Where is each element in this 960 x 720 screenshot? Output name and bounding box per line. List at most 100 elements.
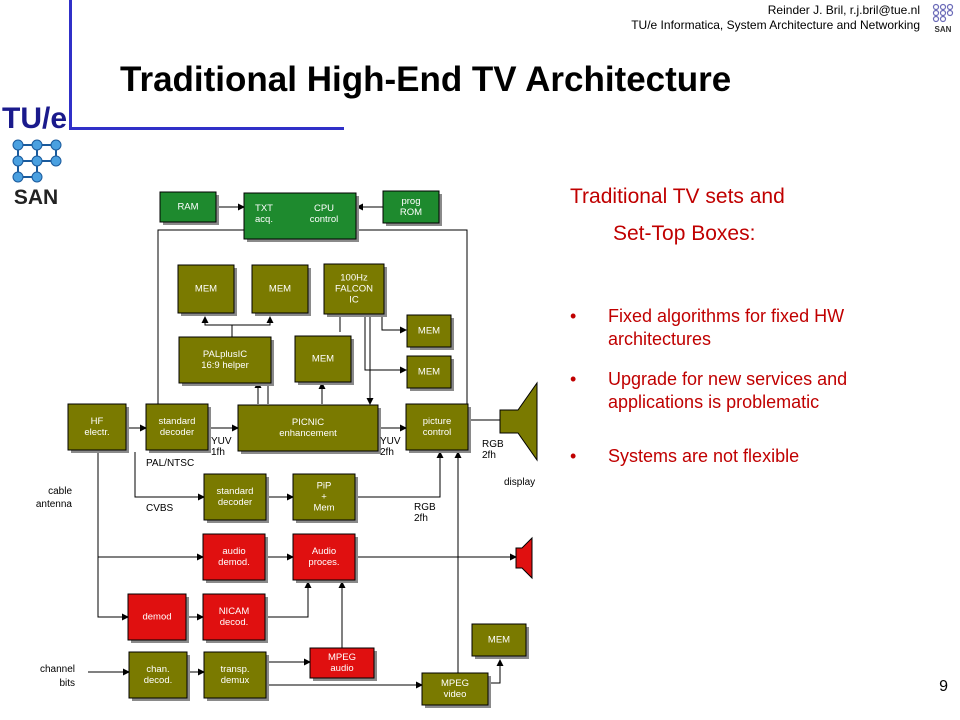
block-label: NICAM bbox=[219, 606, 250, 617]
block-label: MEM bbox=[488, 635, 510, 646]
block-label: picture bbox=[423, 416, 452, 427]
block-label: demux bbox=[221, 675, 250, 686]
block-label: control bbox=[310, 214, 339, 225]
block-label: Mem bbox=[313, 503, 334, 514]
label-antenna: antenna bbox=[36, 499, 73, 510]
block-label: + bbox=[321, 492, 327, 503]
block-label: proces. bbox=[308, 557, 339, 568]
block-label: demod bbox=[142, 612, 171, 623]
bullet-text: Upgrade for new services and application… bbox=[608, 369, 848, 412]
block-label: 16:9 helper bbox=[201, 360, 249, 371]
block-box bbox=[292, 473, 356, 521]
block-box bbox=[405, 403, 469, 451]
speaker-icon bbox=[515, 536, 533, 580]
block-label: HF bbox=[91, 416, 104, 427]
block-box bbox=[67, 403, 127, 451]
label-channel: channel bbox=[40, 664, 75, 675]
block-mem3: MEM bbox=[294, 335, 354, 385]
block-box bbox=[292, 533, 356, 581]
block-label: MPEG bbox=[441, 678, 469, 689]
block-label: control bbox=[423, 427, 452, 438]
block-pip: PiP+Mem bbox=[292, 473, 358, 523]
corner-logo-text: SAN bbox=[935, 25, 952, 34]
bullet-item: • Systems are not flexible bbox=[570, 445, 940, 468]
block-label: PiP bbox=[317, 481, 332, 492]
bullet-symbol: • bbox=[570, 306, 577, 326]
block-label: audio bbox=[222, 546, 245, 557]
block-box bbox=[471, 623, 527, 657]
block-box bbox=[203, 651, 267, 699]
block-transp: transp.demux bbox=[203, 651, 269, 701]
block-box bbox=[178, 336, 272, 384]
intro-line-1: Traditional TV sets and bbox=[570, 185, 785, 208]
block-label: PICNIC bbox=[292, 417, 324, 428]
tue-logo-text: TU/e bbox=[2, 102, 67, 135]
block-box bbox=[203, 473, 267, 521]
block-label: MEM bbox=[195, 284, 217, 295]
block-label: decod. bbox=[220, 617, 249, 628]
block-ram: RAM bbox=[159, 191, 219, 225]
block-box bbox=[145, 403, 209, 451]
label-yuv-1: YUV bbox=[211, 436, 232, 447]
block-label: acq. bbox=[255, 214, 273, 225]
block-box bbox=[382, 190, 440, 224]
label-2fh-2: 2fh bbox=[482, 450, 496, 461]
block-mem-bottom: MEM bbox=[471, 623, 529, 659]
block-box bbox=[202, 533, 266, 581]
block-label: decoder bbox=[218, 497, 252, 508]
label-2fh-1: 2fh bbox=[380, 447, 394, 458]
block-box bbox=[294, 335, 352, 383]
block-box bbox=[237, 404, 379, 452]
label-display: display bbox=[504, 477, 535, 488]
label-rgb-1: RGB bbox=[482, 439, 504, 450]
block-mem-r2: MEM bbox=[406, 355, 454, 391]
label-pal-ntsc: PAL/NTSC bbox=[146, 458, 194, 469]
display-shape bbox=[499, 381, 538, 462]
block-label: IC bbox=[349, 295, 359, 306]
block-box bbox=[127, 593, 187, 641]
slide-title: Traditional High-End TV Architecture bbox=[120, 60, 732, 99]
block-mem2: MEM bbox=[251, 264, 311, 316]
block-label: decoder bbox=[160, 427, 194, 438]
label-2fh-3: 2fh bbox=[414, 513, 428, 524]
label-yuv-2: YUV bbox=[380, 436, 401, 447]
affiliation-line: TU/e Informatica, System Architecture an… bbox=[631, 18, 920, 32]
block-label: MEM bbox=[312, 354, 334, 365]
block-label: ROM bbox=[400, 207, 422, 218]
block-box bbox=[177, 264, 235, 314]
block-label: standard bbox=[159, 416, 196, 427]
block-demod: demod bbox=[127, 593, 189, 643]
bullet-symbol: • bbox=[570, 369, 577, 389]
block-box bbox=[128, 651, 188, 699]
block-label: 100Hz bbox=[340, 273, 368, 284]
block-box bbox=[251, 264, 309, 314]
bullet-text: Systems are not flexible bbox=[608, 446, 800, 466]
block-mem-r1: MEM bbox=[406, 314, 454, 350]
block-label: MPEG bbox=[328, 652, 356, 663]
bullet-item: • Fixed algorithms for fixed HW architec… bbox=[570, 305, 940, 351]
block-box bbox=[243, 192, 357, 240]
block-label: MEM bbox=[269, 284, 291, 295]
block-label: transp. bbox=[220, 664, 249, 675]
block-mem1: MEM bbox=[177, 264, 237, 316]
block-label: FALCON bbox=[335, 284, 373, 295]
block-label: audio bbox=[330, 663, 353, 674]
bullet-symbol: • bbox=[570, 446, 577, 466]
tue-san-logo: TU/e SAN bbox=[2, 102, 67, 209]
block-label: prog bbox=[401, 196, 420, 207]
block-box bbox=[323, 263, 385, 315]
label-rgb-2: RGB bbox=[414, 502, 436, 513]
block-label: standard bbox=[217, 486, 254, 497]
block-label: MEM bbox=[418, 367, 440, 378]
